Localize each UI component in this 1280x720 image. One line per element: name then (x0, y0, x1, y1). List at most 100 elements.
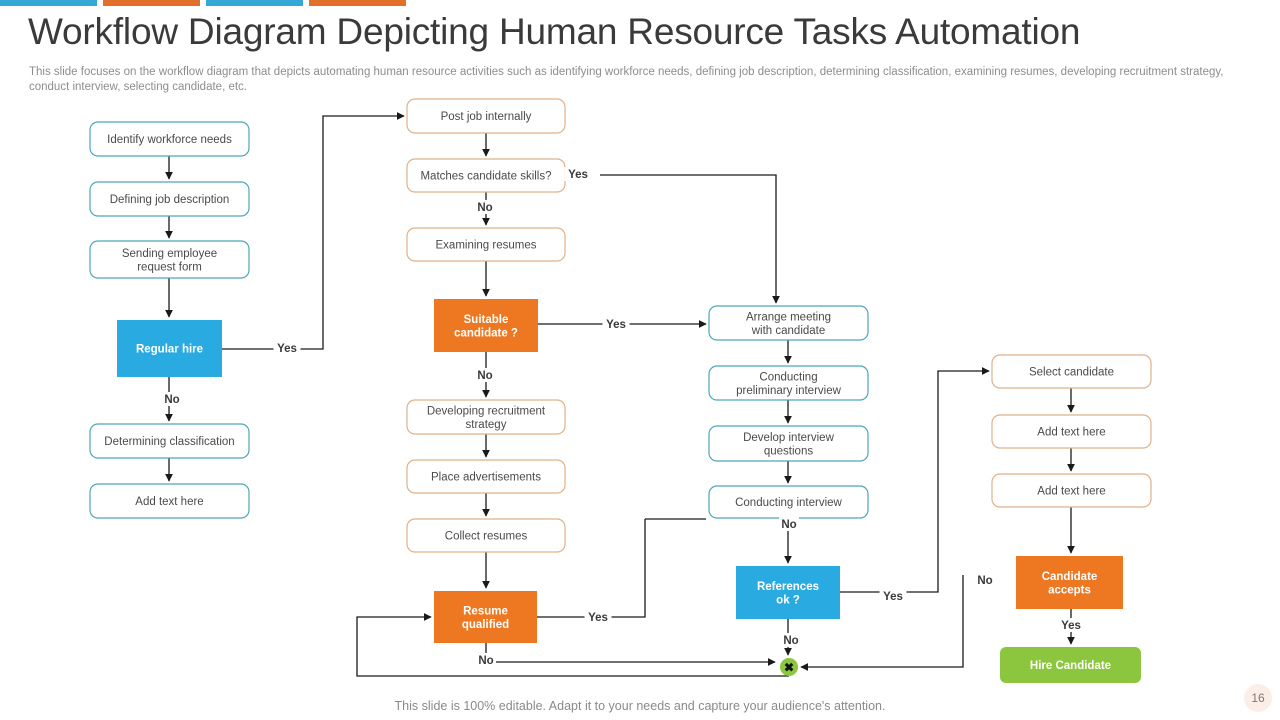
node-box (1000, 647, 1141, 683)
edge-label-halo (1057, 618, 1085, 632)
node-box (708, 305, 869, 341)
node-box (991, 354, 1152, 389)
edge-label-halo (879, 589, 907, 603)
edge-merge-loop-left (356, 613, 789, 677)
node-label: Examining resumes (436, 240, 537, 252)
node-label: Conducting interview (735, 497, 842, 509)
edge-label-halo (584, 610, 612, 624)
node-label: Collect resumes (445, 531, 528, 543)
node-identify-workforce-needs[interactable]: Identify workforce needs (89, 121, 250, 157)
edge-label-resume-qualified-no: No (478, 655, 493, 667)
accent-bar-1 (0, 0, 97, 6)
page-subtitle: This slide focuses on the workflow diagr… (29, 66, 1224, 93)
node-label: Add text here (1037, 427, 1105, 439)
node-select-candidate[interactable]: Select candidate (991, 354, 1152, 389)
page-number-badge: 16 (1244, 684, 1272, 712)
node-box (434, 591, 537, 643)
node-post-job-internally[interactable]: Post job internally (406, 98, 566, 134)
node-label: Add text here (135, 496, 203, 508)
edge-label-halo (781, 633, 801, 647)
edge-label-halo (475, 368, 495, 382)
node-determining-classification[interactable]: Determining classification (89, 423, 250, 459)
node-box (89, 121, 250, 157)
node-label: Post job internally (441, 111, 532, 123)
accent-bar-2 (103, 0, 200, 6)
node-defining-job-description[interactable]: Defining job description (89, 181, 250, 217)
node-box (991, 414, 1152, 449)
merge-node-circle[interactable] (780, 658, 798, 676)
node-examining-resumes[interactable]: Examining resumes (406, 227, 566, 262)
accent-bar-3 (206, 0, 303, 6)
node-box (708, 425, 869, 462)
node-conducting-interview[interactable]: Conducting interview (708, 485, 869, 519)
node-add-text-here-right-2[interactable]: Add text here (991, 473, 1152, 508)
edge-label-references-ok-no: No (783, 635, 798, 647)
edge-label-suitable-candidate-no: No (477, 370, 492, 382)
node-place-advertisements[interactable]: Place advertisements (406, 459, 566, 494)
accent-bar-4 (309, 0, 406, 6)
edge-candidate-no-to-merge (800, 575, 964, 671)
edge-label-halo (564, 167, 592, 181)
edge-label-candidate-accepts-yes: Yes (1061, 620, 1081, 632)
node-box (89, 423, 250, 459)
edge-label-suitable-candidate-yes: Yes (606, 319, 626, 331)
node-add-text-here-right-1[interactable]: Add text here (991, 414, 1152, 449)
node-hire-candidate[interactable]: Hire Candidate (1000, 647, 1141, 683)
node-label: Regular hire (136, 344, 203, 356)
edge-label-halo (602, 317, 630, 331)
edge-regular-yes-to-postjob (222, 112, 405, 350)
edge-label-matches-skills-yes: Yes (568, 169, 588, 181)
node-regular-hire[interactable]: Regular hire (117, 320, 222, 377)
edge-label-conducting-interview-no: No (781, 519, 796, 531)
node-label: Add text here (1037, 486, 1105, 498)
edge-label-resume-qualified-yes: Yes (588, 612, 608, 624)
edge-matches-yes-to-arrange (600, 174, 780, 304)
node-collect-resumes[interactable]: Collect resumes (406, 518, 566, 553)
node-label: Determining classification (104, 436, 234, 448)
edge-label-references-ok-yes: Yes (883, 591, 903, 603)
node-box (406, 518, 566, 553)
node-matches-candidate-skills[interactable]: Matches candidate skills? (406, 158, 566, 193)
node-label: Matches candidate skills? (420, 171, 551, 183)
page-title: Workflow Diagram Depicting Human Resourc… (28, 11, 1081, 52)
node-box (406, 227, 566, 262)
node-box (406, 98, 566, 134)
edge-label-halo (975, 573, 995, 587)
node-box (117, 320, 222, 377)
edge-label-halo (273, 341, 301, 355)
node-box (434, 299, 538, 352)
node-box (89, 483, 250, 519)
node-box (406, 399, 566, 435)
accent-bar-strip (0, 0, 1280, 6)
connector-lines (165, 112, 1075, 677)
merge-node-group: ✖ (780, 658, 798, 676)
node-label: Select candidate (1029, 367, 1114, 379)
edge-label-regular-hire-no: No (164, 394, 179, 406)
footer-note: This slide is 100% editable. Adapt it to… (394, 699, 886, 713)
node-box (708, 365, 869, 401)
node-box (736, 566, 840, 619)
node-label: Defining job description (110, 194, 230, 206)
node-add-text-here-left[interactable]: Add text here (89, 483, 250, 519)
node-box (89, 181, 250, 217)
node-label: Place advertisements (431, 472, 541, 484)
